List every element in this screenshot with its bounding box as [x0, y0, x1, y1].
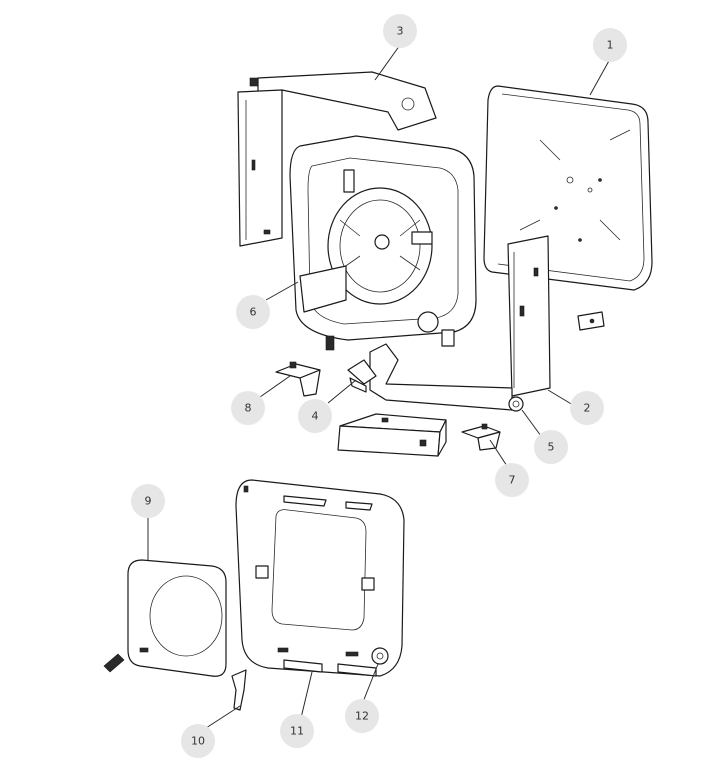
small-clip	[577, 311, 605, 331]
part-11-bottom-frame	[235, 479, 405, 677]
callout-2: 2	[570, 391, 604, 425]
callout-10-label: 10	[191, 735, 205, 748]
callout-1: 1	[593, 28, 627, 62]
callout-9: 9	[131, 484, 165, 518]
small-part-near-9	[103, 653, 125, 673]
callout-7-label: 7	[509, 474, 516, 487]
part-5-fitting	[508, 396, 524, 412]
part-9-filter-panel	[127, 559, 227, 677]
callout-3: 3	[383, 14, 417, 48]
part-7-bracket	[461, 423, 501, 451]
callout-12: 12	[345, 699, 379, 733]
callout-11-label: 11	[290, 725, 304, 738]
callout-6: 6	[236, 295, 270, 329]
callout-1-label: 1	[607, 39, 614, 52]
callout-10: 10	[181, 724, 215, 758]
callout-4: 4	[298, 399, 332, 433]
callout-2-label: 2	[584, 402, 591, 415]
callouts: 1 2 3 4 5 6 7 8	[131, 14, 627, 758]
callout-5: 5	[534, 430, 568, 464]
part-1-top-plate	[483, 85, 653, 291]
callout-8: 8	[231, 391, 265, 425]
callout-7: 7	[495, 463, 529, 497]
callout-5-label: 5	[548, 441, 555, 454]
callout-8-label: 8	[245, 402, 252, 415]
callout-4-label: 4	[312, 410, 319, 423]
part-2-side-plate	[369, 235, 551, 411]
callout-6-label: 6	[250, 306, 257, 319]
part-12-fitting	[371, 647, 389, 665]
part-3-top-panel	[237, 71, 437, 247]
main-housing	[289, 135, 477, 351]
callout-3-label: 3	[397, 25, 404, 38]
callout-9-label: 9	[145, 495, 152, 508]
control-box	[337, 413, 447, 457]
part-8-bracket	[275, 361, 321, 397]
callout-11: 11	[280, 714, 314, 748]
part-10-bracket	[231, 669, 247, 711]
leader-lines	[147, 44, 611, 729]
callout-12-label: 12	[355, 710, 369, 723]
